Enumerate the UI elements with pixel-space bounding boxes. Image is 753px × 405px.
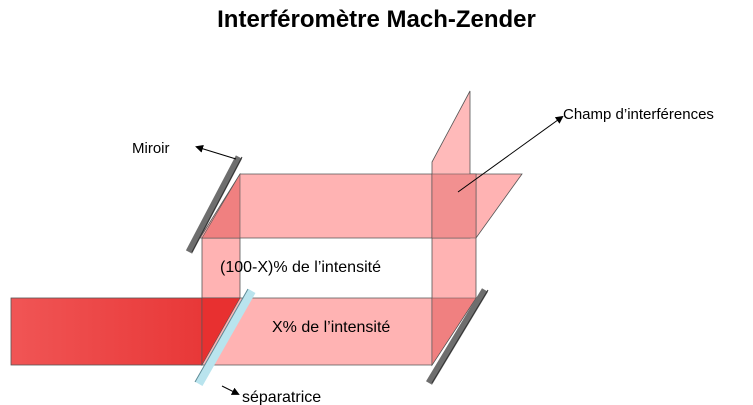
label-separatrice: séparatrice [242,389,321,405]
overlap-lower-right [431,297,477,367]
input-beam-overlap [201,297,241,367]
mirror-top-left [185,155,243,254]
separatrice-arrow [221,385,240,395]
mirror-bottom-right [426,288,488,385]
label-miroir: Miroir [132,140,170,157]
label-upper-intensity: (100-X)% de l’intensité [220,259,381,276]
overlap-screen [431,173,477,239]
champ-arrow [457,115,564,193]
beam-splitter [195,289,256,386]
diagram-title: Interféromètre Mach-Zender [217,6,536,33]
input-beam [10,297,203,366]
miroir-arrow [195,144,237,160]
overlap-top-left [201,172,241,239]
beam-splitter-edge [194,288,249,383]
mirror-bottom-right-edge [431,289,489,384]
mirror-top-left-edge [191,156,243,253]
label-champ: Champ d’interférences [563,106,714,123]
label-lower-intensity: X% de l’intensité [272,319,390,336]
